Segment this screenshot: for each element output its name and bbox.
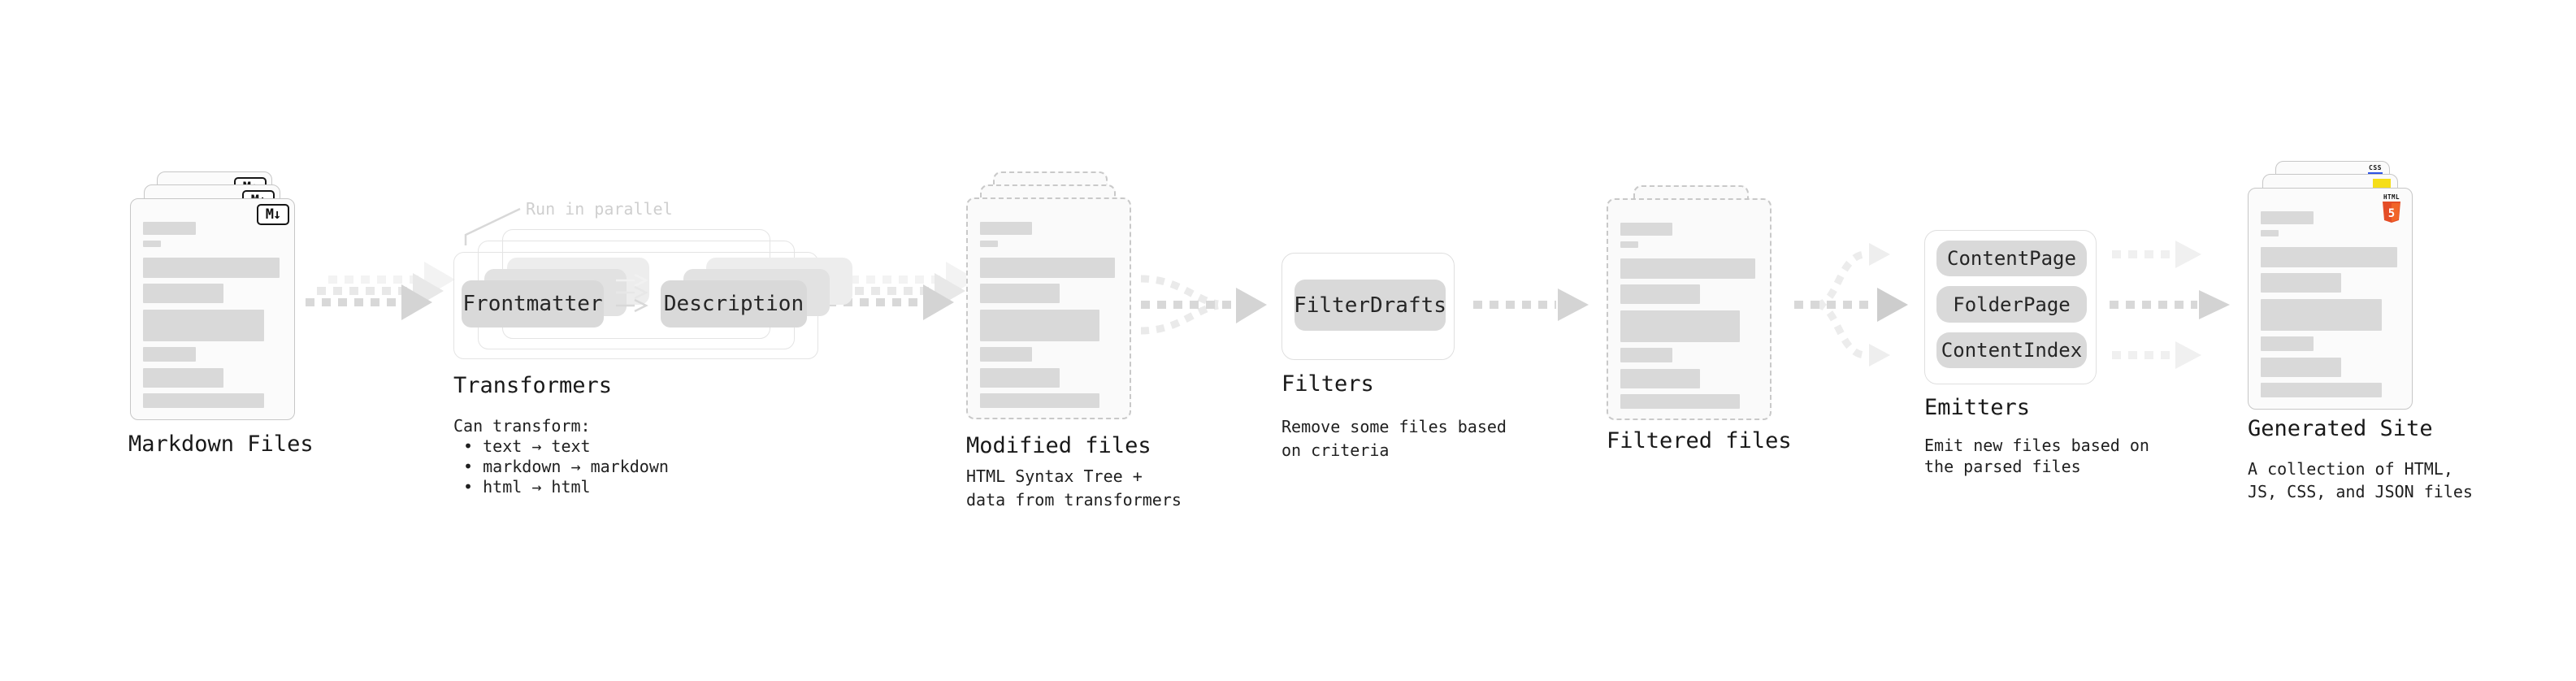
html5-icon-number: 5 <box>2388 207 2395 220</box>
arrow-filtered-to-emitters-split <box>1794 243 1908 367</box>
transformers-label: Transformers <box>453 373 613 398</box>
document-skeleton <box>2261 211 2400 397</box>
arrow-emitter-middle <box>2110 290 2230 319</box>
contentindex-pill: ContentIndex <box>1936 332 2087 368</box>
generated-file-card-front: HTML 5 <box>2248 188 2413 410</box>
css-icon-label: CSS <box>2369 164 2382 171</box>
markdown-files-label: Markdown Files <box>128 432 314 457</box>
emitters-label: Emitters <box>1924 395 2031 420</box>
emitters-note: Emit new files based on the parsed files <box>1924 436 2149 476</box>
frontmatter-pill: Frontmatter <box>462 280 604 327</box>
folderpage-pill: FolderPage <box>1936 286 2087 323</box>
html5-icon-label: HTML <box>2383 193 2400 201</box>
modified-files-label: Modified files <box>966 433 1151 458</box>
description-pill: Description <box>661 280 807 327</box>
filtered-files-label: Filtered files <box>1607 428 1792 453</box>
generated-site-note: A collection of HTML, JS, CSS, and JSON … <box>2248 459 2473 501</box>
parallel-arrows-icon <box>616 273 648 313</box>
markdown-file-card-front: M↓ <box>130 198 295 420</box>
css-icon: CSS <box>2368 165 2383 175</box>
generated-site-label: Generated Site <box>2248 416 2433 441</box>
filters-label: Filters <box>1281 371 1374 397</box>
filters-card: FilterDrafts <box>1281 253 1455 360</box>
run-in-parallel-callout: Run in parallel <box>526 199 673 219</box>
filtered-file-card-front <box>1607 198 1772 420</box>
emitters-card: ContentPage FolderPage ContentIndex <box>1924 230 2097 384</box>
markdown-icon: M↓ <box>257 204 289 225</box>
contentpage-pill: ContentPage <box>1936 241 2087 276</box>
arrow-emitter-bottom <box>2112 341 2201 369</box>
js-icon <box>2373 179 2391 189</box>
modified-file-card-front <box>966 197 1131 419</box>
html5-icon: HTML 5 <box>2381 194 2402 223</box>
filterdrafts-pill: FilterDrafts <box>1294 280 1446 331</box>
arrow-markdown-to-transformers <box>306 262 455 320</box>
modified-files-note: HTML Syntax Tree + data from transformer… <box>966 466 1182 510</box>
filters-note: Remove some files based on criteria <box>1281 417 1507 460</box>
arrow-emitter-top <box>2112 241 2201 268</box>
document-skeleton <box>980 222 1117 408</box>
document-skeleton <box>143 222 282 408</box>
arrow-modified-to-filters-merge <box>1140 275 1267 335</box>
transformers-note: Can transform: • text → text • markdown … <box>453 416 669 497</box>
arrow-transformers-to-modified <box>827 262 977 320</box>
callout-leader-line <box>464 207 521 245</box>
document-skeleton <box>1620 223 1758 409</box>
arrow-filters-to-filtered <box>1473 288 1589 321</box>
